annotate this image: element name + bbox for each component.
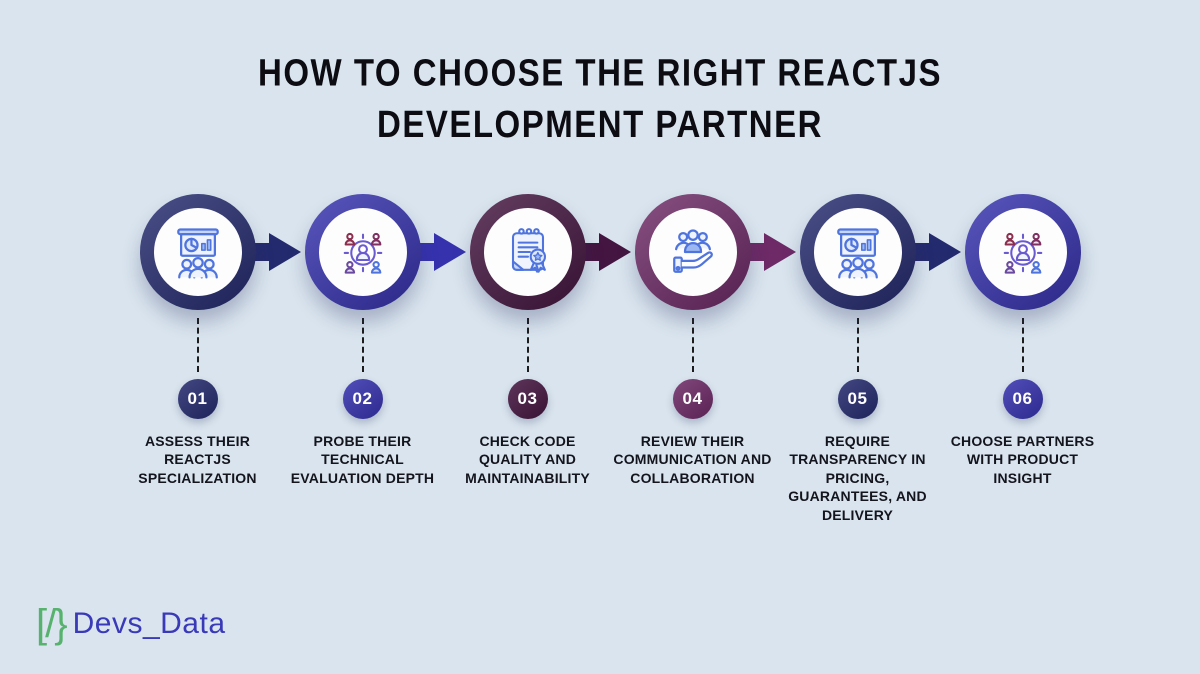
step-06-ring — [964, 194, 1081, 310]
step-label: ASSESS THEIR REACTJS SPECIALIZATION — [138, 433, 257, 486]
team-presentation-icon — [836, 228, 879, 279]
step-number-badge: 03 — [507, 379, 548, 419]
step-label: CHOOSE PARTNERS WITH PRODUCT INSIGHT — [950, 433, 1095, 486]
step-05-icon-disc — [813, 208, 902, 296]
step-number-badge: 02 — [342, 379, 383, 419]
certified-notes-icon — [511, 228, 546, 273]
step-06-circle — [940, 194, 1105, 310]
step-03: 03 CHECK CODE QUALITY AND MAINTAINABILIT… — [445, 194, 631, 524]
step-number-badge: 05 — [837, 379, 878, 419]
step-label: REVIEW THEIR COMMUNICATION AND COLLABORA… — [613, 433, 772, 486]
dashed-connector — [1021, 318, 1024, 372]
team-presentation-icon — [176, 228, 219, 279]
dashed-connector — [196, 318, 199, 372]
step-number-badge: 01 — [177, 379, 218, 419]
code-brackets-icon: [/} — [36, 602, 68, 646]
step-05-ring — [799, 194, 916, 310]
step-02: 02 PROBE THEIR TECHNICAL EVALUATION DEPT… — [280, 194, 466, 524]
step-02-icon-disc — [318, 208, 407, 296]
step-06-icon-disc — [978, 208, 1067, 296]
step-02-ring — [304, 194, 421, 310]
step-03-ring — [469, 194, 586, 310]
step-01-icon-disc — [153, 208, 242, 296]
step-label: REQUIRE TRANSPARENCY IN PRICING, GUARANT… — [788, 433, 927, 523]
step-05: 05 REQUIRE TRANSPARENCY IN PRICING, GUAR… — [775, 194, 961, 524]
step-number-badge: 06 — [1002, 379, 1043, 419]
team-care-icon — [672, 229, 713, 273]
step-label: CHECK CODE QUALITY AND MAINTAINABILITY — [465, 433, 590, 486]
step-04-circle — [610, 194, 796, 310]
candidate-network-icon — [1003, 232, 1042, 274]
step-04: 04 REVIEW THEIR COMMUNICATION AND COLLAB… — [610, 194, 796, 524]
step-number-badge: 04 — [672, 379, 713, 419]
step-04-ring — [634, 194, 751, 310]
page-title-line2: DEVELOPMENT PARTNER — [377, 102, 823, 145]
dashed-connector — [526, 318, 529, 372]
step-05-circle — [775, 194, 961, 310]
step-01-ring — [139, 194, 256, 310]
dashed-connector — [691, 318, 694, 372]
step-01-circle — [115, 194, 301, 310]
dashed-connector — [361, 318, 364, 372]
step-04-icon-disc — [648, 208, 737, 296]
step-02-circle — [280, 194, 466, 310]
step-06: 06 CHOOSE PARTNERS WITH PRODUCT INSIGHT — [940, 194, 1105, 524]
devsdata-logo: [/} Devs_Data — [36, 598, 226, 650]
dashed-connector — [856, 318, 859, 372]
page-title-line1: HOW TO CHOOSE THE RIGHT REACTJS — [258, 51, 942, 94]
candidate-network-icon — [343, 232, 382, 274]
step-label: PROBE THEIR TECHNICAL EVALUATION DEPTH — [290, 433, 435, 486]
step-01: 01 ASSESS THEIR REACTJS SPECIALIZATION — [115, 194, 301, 524]
logo-wordmark: Devs_Data — [72, 607, 226, 640]
step-03-icon-disc — [483, 208, 572, 296]
page-title: HOW TO CHOOSE THE RIGHT REACTJS DEVELOPM… — [0, 48, 1200, 150]
step-03-circle — [445, 194, 631, 310]
steps-row: 01 ASSESS THEIR REACTJS SPECIALIZATION 0… — [115, 194, 1105, 524]
